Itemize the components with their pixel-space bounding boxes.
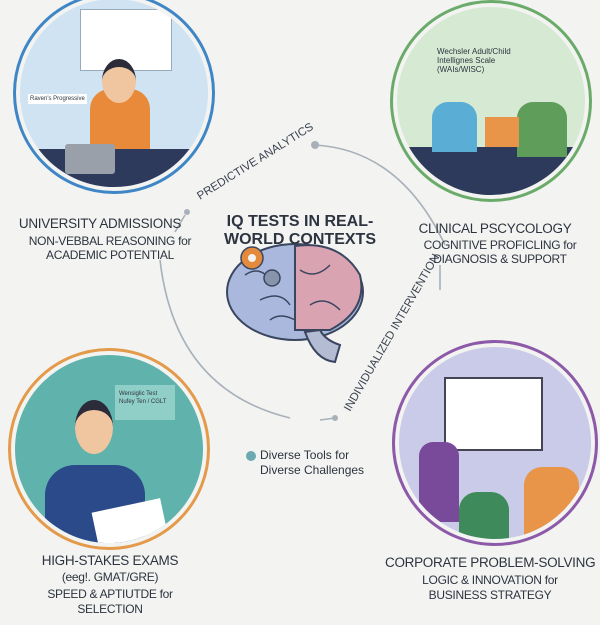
illustration-exams: Wensiglic Test Nufey Ten / CGLT bbox=[15, 355, 203, 543]
ring-university bbox=[13, 0, 215, 194]
illustration-university: Raven's Progressive bbox=[20, 0, 208, 187]
illustration-corporate bbox=[399, 347, 591, 539]
ring-corporate bbox=[392, 340, 598, 546]
page-title: IQ TESTS IN REAL-WORLD CONTEXTS bbox=[224, 213, 376, 248]
ring-exams bbox=[8, 348, 210, 550]
arc-top-right bbox=[314, 144, 446, 246]
ring-clinical bbox=[390, 0, 592, 202]
illustration-clinical: Wechsler Adult/Child Intellignes Scale (… bbox=[397, 7, 585, 195]
arc-left bbox=[159, 259, 291, 419]
bullet-dot bbox=[246, 451, 256, 461]
heading-exams: HIGH-STAKES EXAMS bbox=[41, 553, 179, 568]
heading-corporate: CORPORATE PROBLEM-SOLVING bbox=[385, 555, 596, 570]
heading-clinical: CLINICAL PSCYCOLOGY bbox=[418, 221, 572, 236]
heading-university: UNIVERSITY ADMISSIONS bbox=[18, 216, 182, 231]
brain-icon bbox=[226, 243, 364, 364]
connector-label-predictive: PREDICTIVE ANALYTICS bbox=[195, 121, 316, 203]
arc-dot bbox=[311, 141, 319, 149]
